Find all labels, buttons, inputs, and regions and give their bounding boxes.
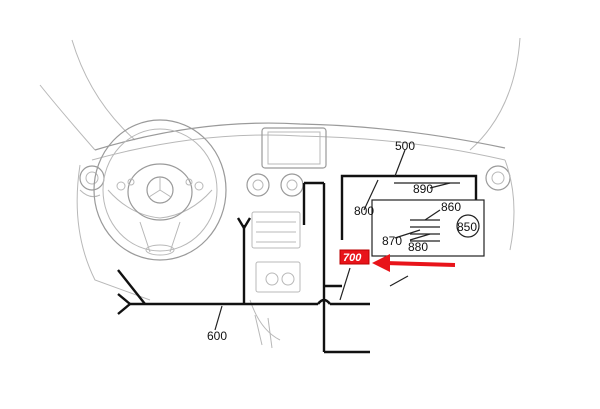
steering-wheel (93, 119, 227, 261)
label-880: 880 (408, 240, 428, 254)
label-870: 870 (382, 234, 402, 248)
leader-lines (214, 149, 451, 331)
dashboard-sketch (39, 37, 521, 349)
label-860: 860 (441, 200, 461, 214)
label-890: 890 (413, 182, 433, 196)
label-850: 850 (457, 220, 477, 234)
label-700: 700 (343, 252, 362, 264)
label-500: 500 (395, 139, 415, 153)
wiring-schematic (117, 174, 478, 354)
label-700-box (339, 249, 370, 265)
highlight-700: 700 (339, 249, 456, 272)
reference-labels: 500 600 800 890 860 850 870 880 (207, 139, 477, 343)
component-850 (456, 214, 480, 238)
label-600: 600 (207, 329, 227, 343)
label-800: 800 (354, 204, 374, 218)
red-arrow-icon (372, 254, 456, 272)
